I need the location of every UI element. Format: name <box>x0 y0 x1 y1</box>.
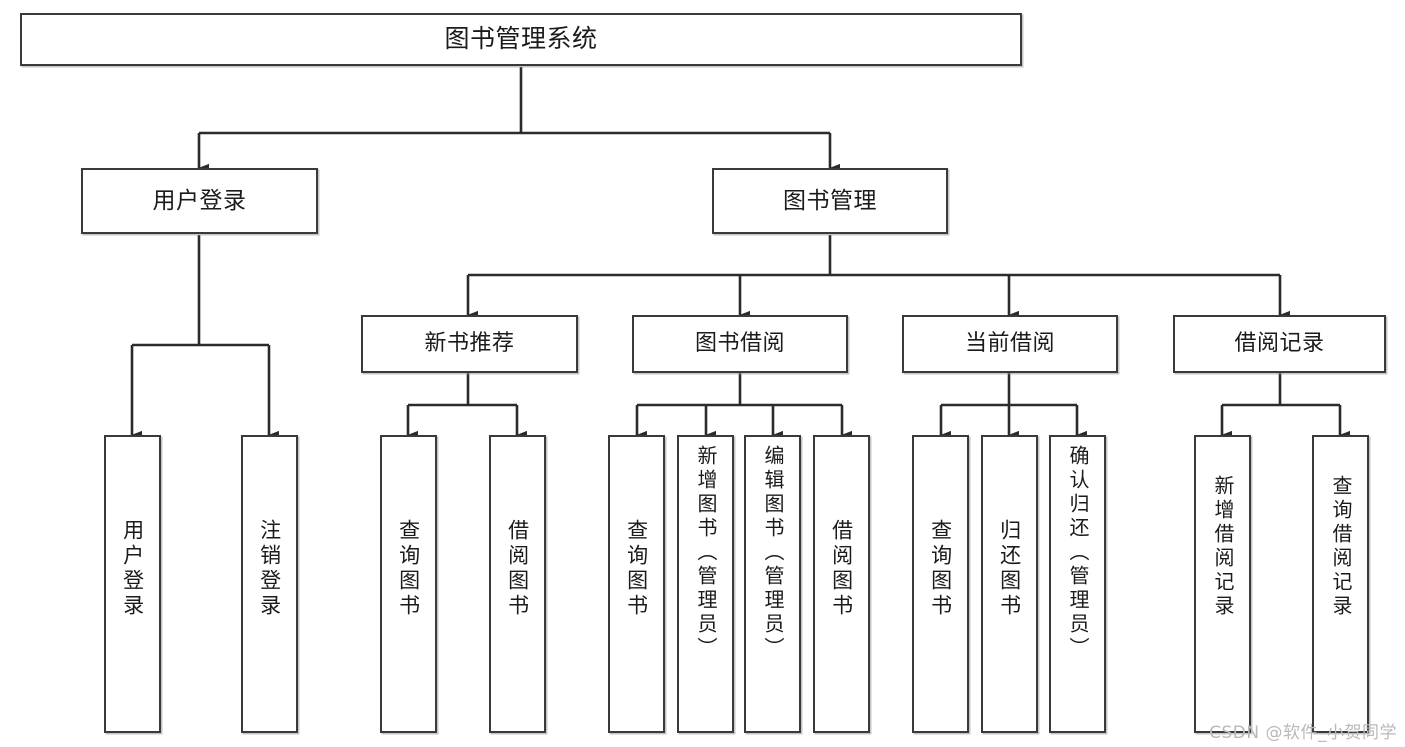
leaf-query-book-3-label: 查询图书 <box>928 519 953 619</box>
leaf-user-login[interactable]: 用户登录 <box>104 435 161 733</box>
node-user-login-label: 用户登录 <box>152 187 247 214</box>
leaf-query-record-label: 查询借阅记录 <box>1329 475 1353 619</box>
leaf-add-book[interactable]: 新增图书（管理员） <box>677 435 734 733</box>
leaf-borrow-book-2[interactable]: 借阅图书 <box>813 435 870 733</box>
leaf-query-book-1-label: 查询图书 <box>396 519 421 619</box>
leaf-add-record-label: 新增借阅记录 <box>1211 475 1235 619</box>
leaf-query-book-2-label: 查询图书 <box>624 519 649 619</box>
leaf-edit-book[interactable]: 编辑图书（管理员） <box>744 435 801 733</box>
node-book-borrow-label: 图书借阅 <box>694 331 785 357</box>
node-book-management[interactable]: 图书管理 <box>712 168 948 234</box>
node-current-borrow-label: 当前借阅 <box>964 331 1055 357</box>
node-new-book-recommend[interactable]: 新书推荐 <box>361 315 578 373</box>
leaf-return-book-label: 归还图书 <box>997 519 1022 619</box>
node-borrow-record-label: 借阅记录 <box>1234 331 1325 357</box>
leaf-query-record[interactable]: 查询借阅记录 <box>1312 435 1369 733</box>
leaf-confirm-return[interactable]: 确认归还（管理员） <box>1049 435 1106 733</box>
node-book-management-label: 图书管理 <box>783 187 877 214</box>
leaf-edit-book-label: 编辑图书（管理员） <box>761 445 785 661</box>
node-book-borrow[interactable]: 图书借阅 <box>632 315 848 373</box>
node-user-login[interactable]: 用户登录 <box>81 168 318 234</box>
leaf-user-login-label: 用户登录 <box>120 519 145 619</box>
leaf-borrow-book-1[interactable]: 借阅图书 <box>489 435 546 733</box>
leaf-logout-login-label: 注销登录 <box>257 519 282 619</box>
leaf-add-record[interactable]: 新增借阅记录 <box>1194 435 1251 733</box>
node-new-book-recommend-label: 新书推荐 <box>424 331 515 357</box>
leaf-return-book[interactable]: 归还图书 <box>981 435 1038 733</box>
leaf-query-book-1[interactable]: 查询图书 <box>380 435 437 733</box>
leaf-borrow-book-1-label: 借阅图书 <box>505 519 530 619</box>
node-root[interactable]: 图书管理系统 <box>20 13 1022 66</box>
leaf-query-book-2[interactable]: 查询图书 <box>608 435 665 733</box>
leaf-add-book-label: 新增图书（管理员） <box>694 445 718 661</box>
node-root-label: 图书管理系统 <box>444 24 598 54</box>
node-borrow-record[interactable]: 借阅记录 <box>1173 315 1386 373</box>
leaf-borrow-book-2-label: 借阅图书 <box>829 519 854 619</box>
leaf-logout-login[interactable]: 注销登录 <box>241 435 298 733</box>
leaf-query-book-3[interactable]: 查询图书 <box>912 435 969 733</box>
node-current-borrow[interactable]: 当前借阅 <box>902 315 1118 373</box>
leaf-confirm-return-label: 确认归还（管理员） <box>1066 445 1090 661</box>
